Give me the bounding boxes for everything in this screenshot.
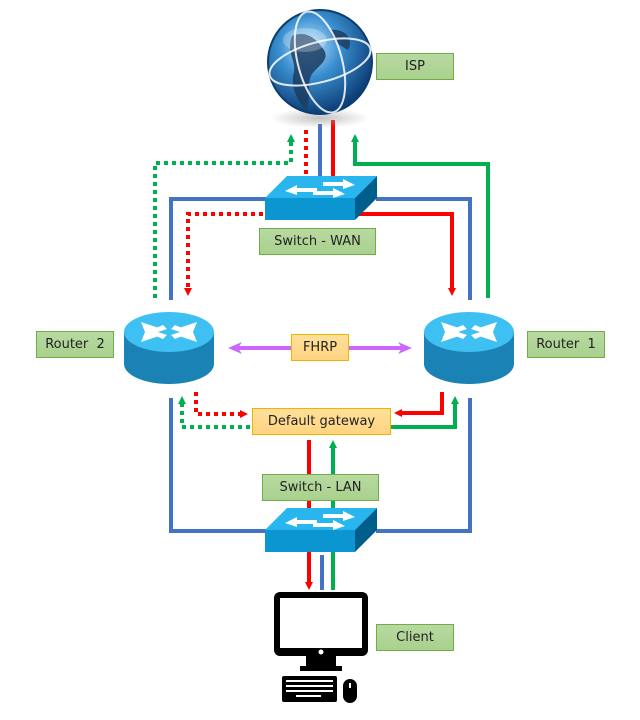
switch-lan-icon — [265, 508, 377, 552]
globe-icon — [267, 9, 373, 128]
active-out-router1-gateway — [394, 392, 444, 417]
standby-return-gateway-router2 — [178, 396, 250, 429]
link-router2-switch-lan — [169, 398, 268, 533]
router1-label: Router 1 — [527, 331, 605, 358]
active-return-gateway-router1 — [390, 396, 459, 429]
isp-label: ISP — [376, 53, 454, 80]
switch-lan-label: Switch - LAN — [262, 474, 379, 501]
link-router1-switch-lan — [376, 398, 472, 533]
client-label: Client — [376, 624, 454, 651]
active-return-router1-isp — [351, 134, 490, 298]
link-switch-wan-router2 — [169, 197, 268, 300]
standby-paths — [153, 130, 308, 429]
router2-icon — [124, 312, 214, 384]
standby-return-router2-isp — [153, 134, 295, 298]
desktop-computer-icon — [274, 592, 368, 703]
link-switch-wan-router1 — [376, 197, 472, 300]
fhrp-label: FHRP — [291, 334, 349, 361]
router2-label: Router 2 — [36, 331, 114, 358]
router1-icon — [424, 312, 514, 384]
standby-out-router2-gateway — [194, 392, 248, 418]
default-gateway-label: Default gateway — [252, 408, 391, 435]
switch-wan-icon — [265, 176, 377, 220]
active-out-switch-wan-router1 — [355, 212, 456, 296]
switch-wan-label: Switch - WAN — [259, 228, 376, 255]
physical-links — [169, 124, 472, 590]
standby-out-switch-wan-router2 — [184, 212, 263, 296]
